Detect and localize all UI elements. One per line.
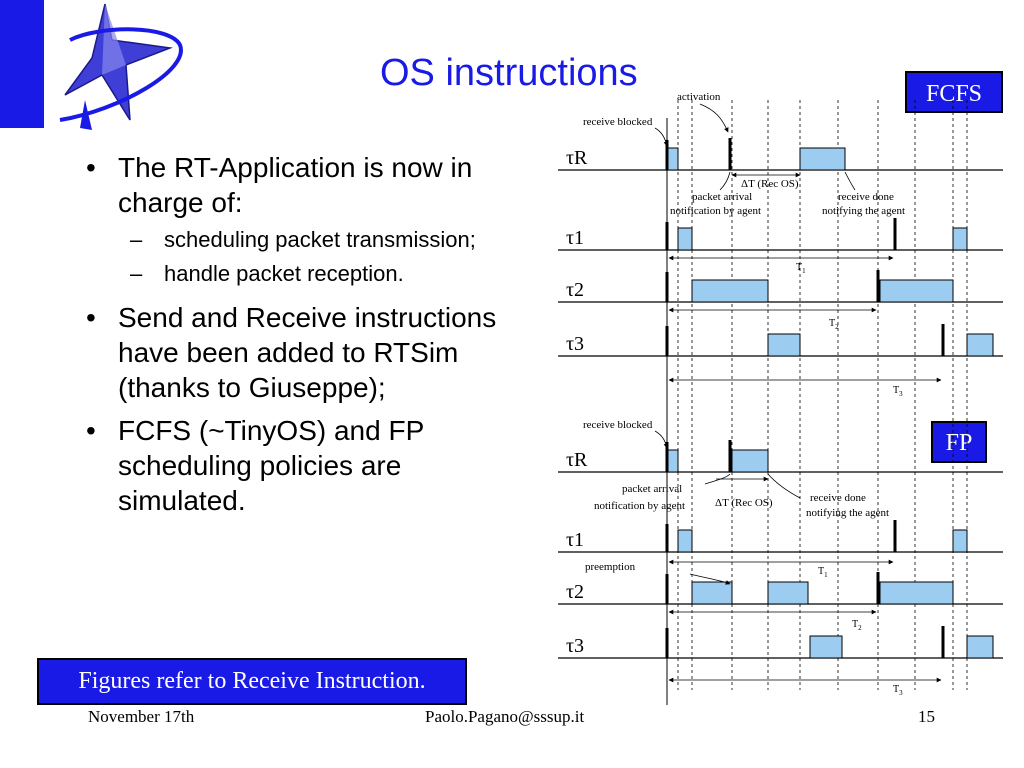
annotation-preemption: preemption [585, 561, 636, 573]
fcfs-label: FCFS [926, 81, 982, 107]
annotation-delta: ΔT (Rec OS) [741, 178, 799, 190]
period-label-T1: T1 [796, 262, 806, 275]
fp-timeline: τR τ1 τ2 τ3 receive blocked packet [558, 419, 1003, 697]
bullet-text: Send and Receive instructions have been … [118, 302, 497, 403]
sub-bullet-item: – handle packet reception. [78, 258, 508, 290]
execution-block [879, 581, 954, 605]
footer-date: November 17th [88, 707, 195, 726]
bullet-dot: • [86, 415, 96, 446]
annotation-notification: notification by agent [594, 500, 685, 512]
execution-block [952, 227, 968, 251]
task-label: τ1 [566, 529, 584, 551]
left-accent-bar [0, 0, 44, 128]
annotation-delta: ΔT (Rec OS) [715, 497, 773, 509]
execution-block [952, 529, 968, 553]
period-label-T3: T3 [893, 385, 903, 398]
bullet-list: • The RT-Application is now in charge of… [78, 150, 508, 522]
period-label-T2: T2 [852, 619, 862, 632]
sub-bullet-dash: – [130, 227, 143, 252]
grid-lines [677, 100, 968, 690]
sub-bullet-text: handle packet reception. [164, 261, 404, 286]
execution-block [666, 147, 679, 171]
task-label: τ3 [566, 635, 584, 657]
logo-icon [59, 3, 183, 130]
execution-block [677, 227, 693, 251]
fcfs-label-box [905, 71, 1003, 113]
annotation-receive-done: receive done [838, 191, 894, 203]
bullet-item: • The RT-Application is now in charge of… [78, 150, 508, 220]
execution-block [691, 581, 733, 605]
task-label: τR [566, 449, 588, 471]
execution-block [767, 581, 809, 605]
execution-block [677, 529, 693, 553]
period-label-T3: T3 [893, 684, 903, 697]
sub-bullet-item: – scheduling packet transmission; [78, 224, 508, 256]
fp-label-box [931, 421, 987, 463]
slide-title: OS instructions [380, 52, 638, 94]
task-label: τ3 [566, 333, 584, 355]
execution-block [767, 333, 801, 357]
execution-block [799, 147, 846, 171]
bullet-item: • Send and Receive instructions have bee… [78, 300, 508, 405]
annotation-receive-blocked: receive blocked [583, 419, 653, 431]
bullet-dot: • [86, 302, 96, 333]
annotation-packet-arrival: packet arrival [622, 483, 682, 495]
sub-bullet-text: scheduling packet transmission; [164, 227, 476, 252]
annotation-notification: notification by agent [670, 205, 761, 217]
bullet-text: FCFS (~TinyOS) and FP scheduling policie… [118, 415, 424, 516]
execution-block [966, 635, 994, 659]
execution-block [966, 333, 994, 357]
task-label: τ2 [566, 581, 584, 603]
bullet-item: • FCFS (~TinyOS) and FP scheduling polic… [78, 413, 508, 518]
footer-email: Paolo.Pagano@sssup.it [425, 707, 585, 726]
annotation-receive-done: receive done [810, 492, 866, 504]
annotation-notifying: notifying the agent [822, 205, 905, 217]
execution-block [879, 279, 954, 303]
fp-label: FP [946, 430, 973, 456]
period-label-T2: T2 [829, 318, 839, 331]
scheduling-diagram: FCFS FP τR τ1 τ2 τ3 [558, 71, 1003, 705]
sub-bullet-dash: – [130, 261, 143, 286]
annotation-notifying: notifying the agent [806, 507, 889, 519]
annotation-activation: activation [677, 91, 721, 103]
execution-block [666, 449, 679, 473]
execution-block [731, 449, 769, 473]
period-label-T1: T1 [818, 566, 828, 579]
caption-box: Figures refer to Receive Instruction. [37, 658, 467, 705]
execution-block [691, 279, 769, 303]
task-label: τR [566, 147, 588, 169]
task-label: τ1 [566, 227, 584, 249]
annotation-receive-blocked: receive blocked [583, 116, 653, 128]
footer-page-number: 15 [918, 707, 935, 726]
fcfs-timeline: τR τ1 τ2 τ3 activation rec [558, 91, 1003, 398]
bullet-dot: • [86, 152, 96, 183]
execution-block [809, 635, 843, 659]
task-label: τ2 [566, 279, 584, 301]
annotation-packet-arrival: packet arrival [692, 191, 752, 203]
bullet-text: The RT-Application is now in charge of: [118, 152, 473, 218]
